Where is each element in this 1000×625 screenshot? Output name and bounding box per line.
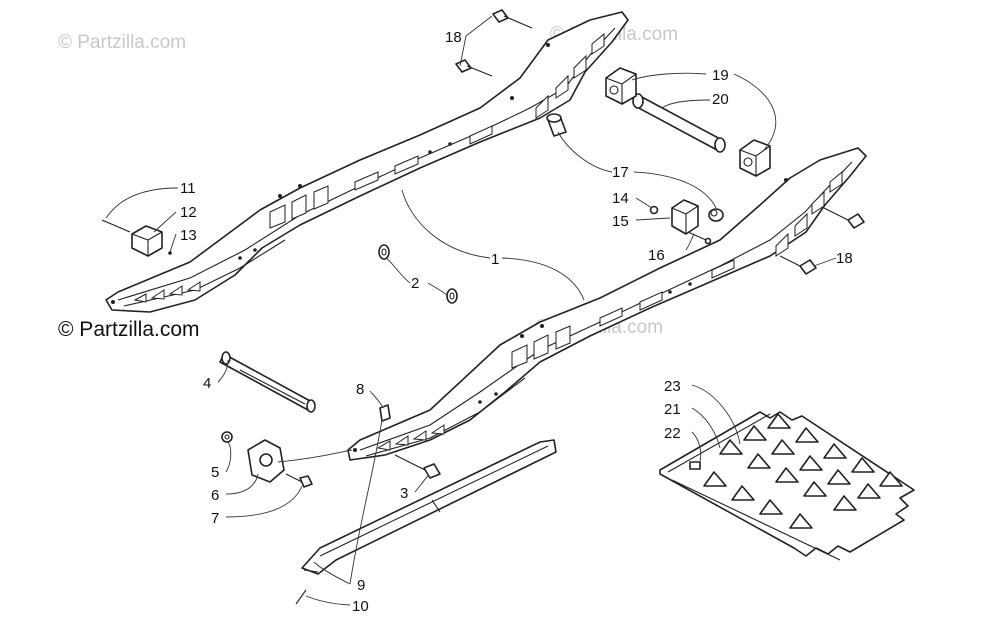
bolt-top-2 (455, 59, 493, 77)
callout-17: 17 (612, 164, 629, 181)
callout-21: 21 (664, 401, 681, 418)
bushing-lower (708, 208, 724, 222)
mount-block-left (101, 219, 172, 257)
callout-20: 20 (712, 91, 729, 108)
callout-10: 10 (352, 598, 369, 615)
rear-axle-shaft (632, 93, 726, 153)
nut-right (649, 205, 659, 215)
bolt-right-1 (823, 207, 865, 229)
callout-14: 14 (612, 190, 629, 207)
callout-18-right: 18 (836, 250, 853, 267)
track-clip (689, 461, 701, 470)
callouts: 18 19 20 17 14 15 16 18 1 2 11 12 13 4 8… (180, 29, 853, 615)
callout-4: 4 (203, 375, 211, 392)
bolt-7 (285, 473, 313, 488)
bolt-right-small (687, 231, 712, 245)
bushing-upper (546, 113, 567, 137)
spacer-block-upper (605, 67, 637, 105)
bolt-3 (394, 454, 441, 479)
callout-2: 2 (411, 275, 419, 292)
nut-5 (221, 431, 233, 443)
callout-16: 16 (648, 247, 665, 264)
callout-15: 15 (612, 213, 629, 230)
leader-lines (105, 15, 837, 606)
washer-lower (446, 288, 458, 304)
track-section (659, 411, 915, 561)
watermark-top-left: © Partzilla.com (58, 32, 186, 53)
rail-front (347, 147, 867, 461)
callout-18-top: 18 (445, 29, 462, 46)
watermark-main: © Partzilla.com (58, 318, 200, 341)
callout-19: 19 (712, 67, 729, 84)
callout-7: 7 (211, 510, 219, 527)
callout-3: 3 (400, 485, 408, 502)
rail-back (105, 11, 629, 313)
callout-22: 22 (664, 425, 681, 442)
callout-9: 9 (357, 577, 365, 594)
spacer-block-lower (739, 139, 771, 177)
callout-13: 13 (180, 227, 197, 244)
callout-11: 11 (180, 180, 196, 197)
callout-6: 6 (211, 487, 219, 504)
front-axle-shaft (219, 351, 316, 413)
shock-mount-bracket (247, 439, 285, 483)
track-lugs (703, 413, 903, 529)
callout-23: 23 (664, 378, 681, 395)
callout-5: 5 (211, 464, 219, 481)
bolt-right-2 (779, 255, 817, 275)
callout-8: 8 (356, 381, 364, 398)
washer-upper (378, 244, 390, 260)
sleeve-8 (379, 404, 391, 422)
bolt-top-1 (492, 9, 533, 29)
screw-10 (295, 589, 307, 605)
mount-block-right (671, 199, 699, 235)
callout-1: 1 (491, 251, 499, 268)
hyfax-wear-strip (301, 439, 557, 575)
callout-12: 12 (180, 204, 197, 221)
